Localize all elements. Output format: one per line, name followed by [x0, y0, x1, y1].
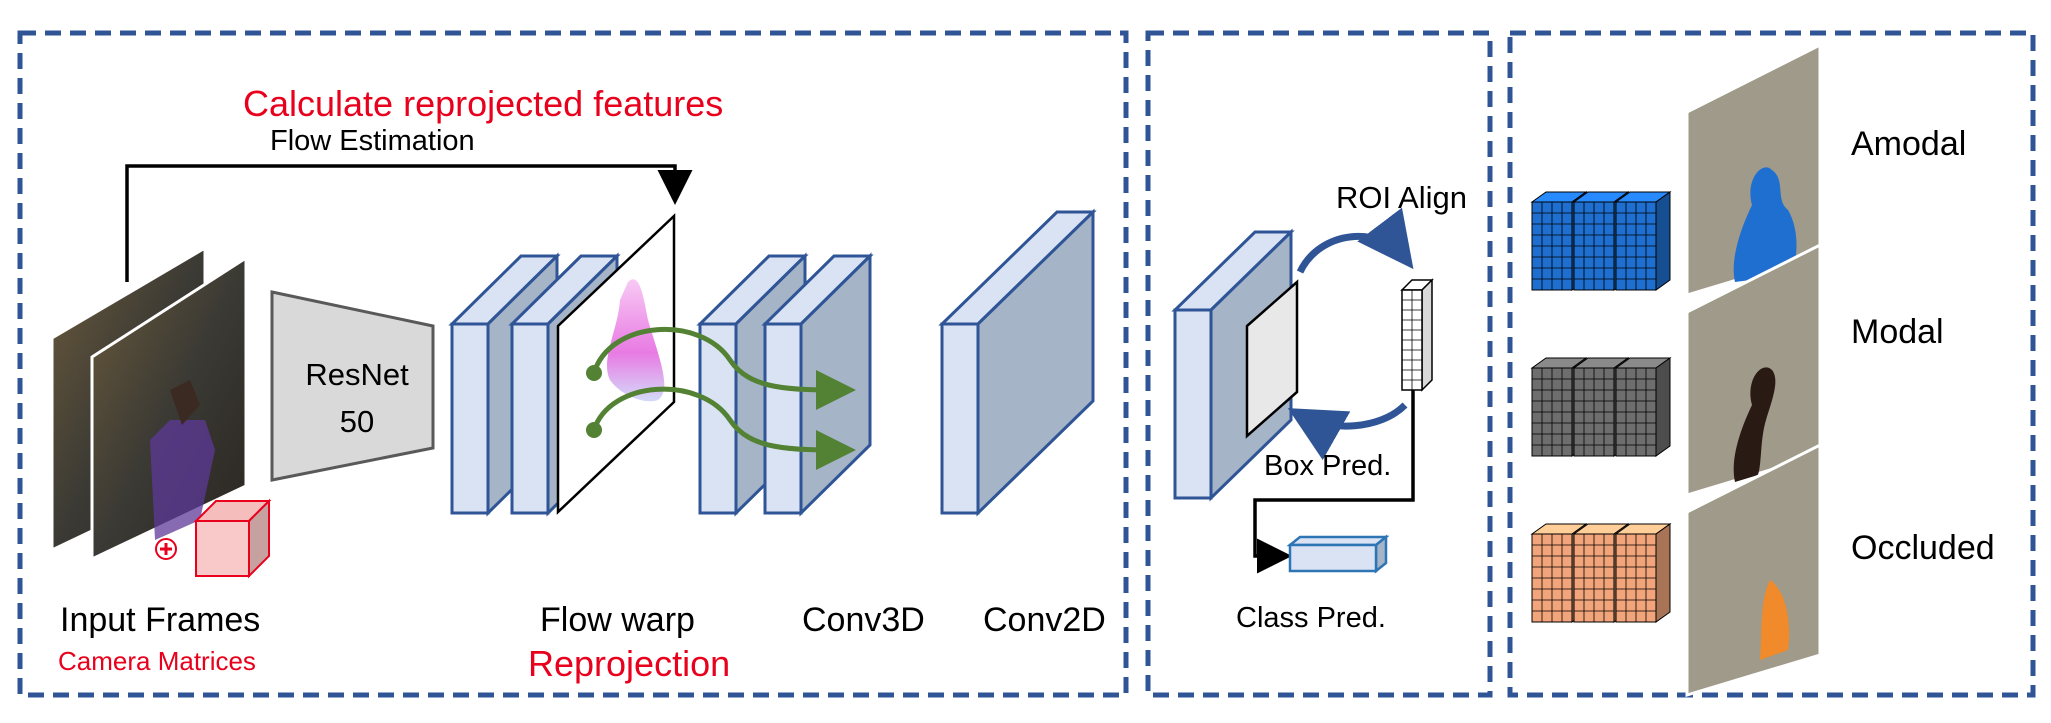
output-frame-occluded [1685, 442, 1822, 698]
conv2d-layer [938, 208, 1097, 517]
flow-estimation-label: Flow Estimation [270, 125, 475, 157]
occluded-label: Occluded [1851, 529, 1995, 567]
conv3d-label: Conv3D [802, 601, 925, 639]
warp-arrows [586, 326, 856, 470]
reprojection-label: Reprojection [528, 643, 731, 684]
camera-matrix-cube [193, 498, 272, 579]
conv2d-label: Conv2D [983, 601, 1106, 639]
plus-icon [155, 538, 177, 560]
mask-grid-amodal-3 [1614, 191, 1672, 291]
reprojection-title: Calculate reprojected features [243, 83, 724, 124]
flow-warp-plane [556, 213, 676, 515]
class-pred-arrow [1253, 390, 1415, 574]
roi-feature-map [1171, 228, 1299, 502]
panel-roi-head [1145, 30, 1493, 698]
mask-grid-modal-3 [1614, 357, 1672, 457]
box-pred-label: Box Pred. [1264, 450, 1392, 482]
mask-grid-modal-2 [1572, 357, 1630, 457]
mask-grid-occluded-1 [1530, 523, 1588, 623]
box-pred-arrow [1287, 402, 1408, 461]
panel-mask-outputs [1507, 30, 2036, 698]
input-frames-stack [50, 245, 248, 562]
amodal-label: Amodal [1851, 125, 1967, 163]
mask-grid-occluded-3 [1614, 523, 1672, 623]
roi-grid-block [1400, 278, 1434, 392]
panel-feature-extraction [17, 30, 1129, 698]
flow-estimation-arrow [125, 164, 693, 282]
roi-align-label: ROI Align [1336, 180, 1467, 215]
camera-matrices-label: Camera Matrices [58, 646, 256, 676]
modal-label: Modal [1851, 313, 1944, 351]
resnet50-block [270, 290, 435, 482]
mask-feature-grids [1530, 191, 1672, 623]
flow-warp-label: Flow warp [540, 601, 695, 639]
class-pred-box [1286, 534, 1390, 574]
class-pred-label: Class Pred. [1236, 602, 1386, 634]
output-frame-amodal [1685, 42, 1822, 298]
input-frames-label: Input Frames [60, 601, 261, 639]
roi-align-arrow [1296, 207, 1414, 274]
resnet50-label: ResNet 50 [305, 357, 409, 439]
